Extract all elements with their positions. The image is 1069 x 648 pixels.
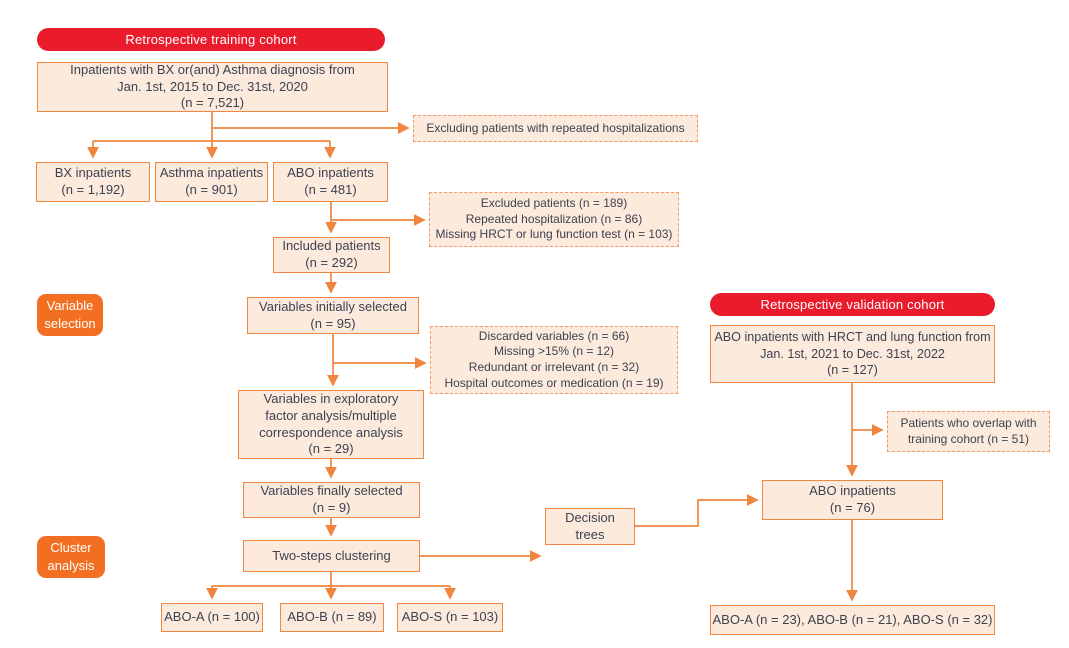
node-line: Hospital outcomes or medication (n = 19) (444, 375, 664, 390)
stage-label-line: selection (44, 316, 96, 331)
node-line: Asthma inpatients (159, 165, 264, 181)
node-line: (n = 901) (185, 182, 238, 197)
node-line: ABO-A (n = 100) (164, 609, 260, 625)
node-line: Missing >15% (n = 12) (493, 344, 615, 359)
node-line: training cohort (n = 51) (907, 431, 1030, 446)
node-line: Excluding patients with repeated hospita… (426, 120, 685, 135)
node-line: Variables initially selected (259, 298, 407, 314)
node-line: Included patients (282, 238, 381, 254)
node-abo-b: ABO-B (n = 89) (280, 603, 384, 632)
node-bx-inpatients: BX inpatients (n = 1,192) (36, 162, 150, 202)
node-line: Patients who overlap with (900, 415, 1037, 430)
node-abo-inpatients: ABO inpatients (n = 481) (273, 162, 388, 202)
node-line: factor analysis/multiple (265, 407, 397, 423)
node-line: (n = 95) (310, 315, 356, 331)
node-line: Variables in exploratory (263, 390, 399, 406)
node-validation-source: ABO inpatients with HRCT and lung functi… (710, 325, 995, 383)
node-line: Jan. 1st, 2021 to Dec. 31st, 2022 (760, 346, 945, 361)
node-line: trees (575, 526, 605, 542)
stage-label-line: Cluster (50, 539, 92, 555)
node-line: BX inpatients (54, 165, 132, 181)
node-two-steps-clustering: Two-steps clustering (243, 540, 420, 572)
node-line: Decision (565, 509, 615, 525)
validation-cohort-header: Retrospective validation cohort (710, 293, 995, 316)
node-excluding-repeated: Excluding patients with repeated hospita… (413, 115, 698, 142)
node-line: correspondence analysis (259, 424, 403, 440)
node-line: ABO-S (n = 103) (401, 609, 499, 625)
node-variables-factor-analysis: Variables in exploratory factor analysis… (238, 390, 424, 459)
node-variables-initially-selected: Variables initially selected (n = 95) (247, 297, 419, 334)
node-line: (n = 9) (312, 500, 351, 515)
node-training-source: Inpatients with BX or(and) Asthma diagno… (37, 62, 388, 112)
node-variables-finally-selected: Variables finally selected (n = 9) (243, 482, 420, 518)
node-line: (n = 7,521) (180, 95, 245, 111)
node-line: ABO-B (n = 89) (287, 609, 377, 625)
node-decision-trees: Decision trees (545, 508, 635, 545)
node-line: Excluded patients (n = 189) (480, 196, 628, 211)
node-line: Discarded variables (n = 66) (478, 328, 630, 343)
node-line: ABO inpatients (809, 483, 896, 499)
node-asthma-inpatients: Asthma inpatients (n = 901) (155, 162, 268, 202)
stage-label-line: analysis (47, 558, 95, 573)
node-excluded-patients: Excluded patients (n = 189) Repeated hos… (429, 192, 679, 247)
node-line: Inpatients with BX or(and) Asthma diagno… (70, 61, 355, 77)
node-line: (n = 1,192) (61, 182, 125, 197)
node-line: Variables finally selected (260, 483, 403, 499)
training-cohort-header: Retrospective training cohort (37, 28, 385, 51)
node-line: (n = 76) (829, 500, 876, 515)
node-included-patients: Included patients (n = 292) (273, 237, 390, 273)
node-abo-s: ABO-S (n = 103) (397, 603, 503, 632)
node-line: ABO inpatients (287, 165, 374, 181)
node-discarded-variables: Discarded variables (n = 66) Missing >15… (430, 326, 678, 394)
node-line: (n = 292) (305, 255, 358, 270)
node-abo-a: ABO-A (n = 100) (161, 603, 263, 632)
node-line: ABO inpatients with HRCT and lung functi… (714, 330, 991, 345)
stage-label-cluster-analysis: Cluster analysis (37, 536, 105, 578)
stage-label-line: Variable (46, 297, 94, 313)
node-line: ABO-A (n = 23), ABO-B (n = 21), ABO-S (n… (712, 611, 993, 627)
node-line: (n = 481) (304, 182, 357, 197)
node-line: (n = 127) (827, 363, 878, 378)
node-line: Missing HRCT or lung function test (n = … (435, 227, 673, 242)
node-line: Redundant or irrelevant (n = 32) (468, 360, 640, 374)
stage-label-variable-selection: Variable selection (37, 294, 103, 336)
node-line: Jan. 1st, 2015 to Dec. 31st, 2020 (117, 78, 308, 94)
node-line: Two-steps clustering (272, 547, 391, 563)
node-validation-clusters: ABO-A (n = 23), ABO-B (n = 21), ABO-S (n… (710, 605, 995, 635)
node-overlap-patients: Patients who overlap with training cohor… (887, 411, 1050, 452)
node-line: (n = 29) (308, 441, 354, 457)
node-abo-inpatients-validation: ABO inpatients (n = 76) (762, 480, 943, 520)
node-line: Repeated hospitalization (n = 86) (465, 211, 643, 226)
